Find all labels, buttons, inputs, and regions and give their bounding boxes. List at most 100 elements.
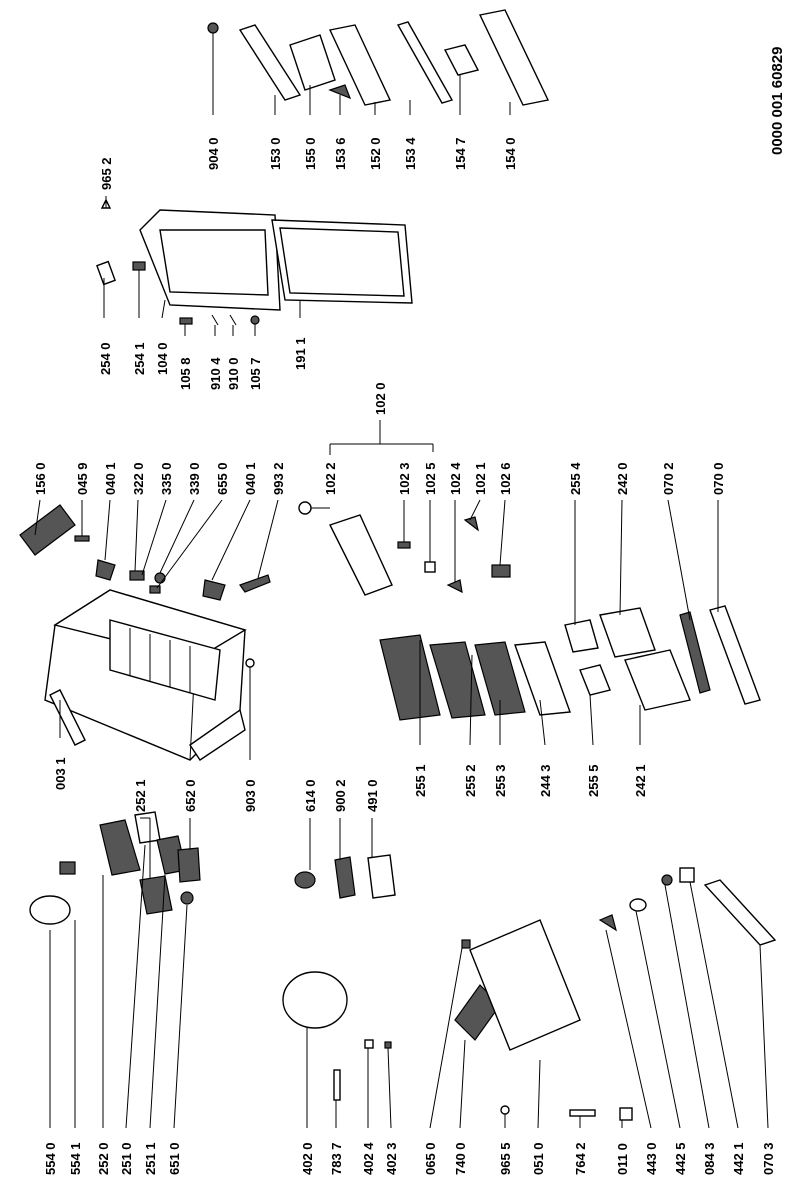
document-number: 0000 001 60829: [769, 47, 786, 155]
label-152-0: 152 0: [368, 137, 383, 170]
label-255-2: 255 2: [463, 764, 478, 797]
shelf-154-0: [478, 9, 550, 106]
label-102-0: 102 0: [373, 382, 388, 415]
label-443-0: 443 0: [644, 1142, 659, 1175]
label-965-2: 965 2: [99, 157, 114, 190]
label-154-7: 154 7: [453, 137, 468, 170]
part-102-1: [463, 516, 479, 532]
hinge-040-1-bottom: [202, 579, 226, 601]
part-102-6: [491, 564, 511, 578]
label-740-0: 740 0: [453, 1142, 468, 1175]
part-255-4: [564, 619, 599, 653]
part-drawings: [19, 9, 777, 1121]
label-255-5: 255 5: [586, 764, 601, 797]
label-045-9: 045 9: [75, 462, 90, 495]
part-156-0: [19, 504, 76, 556]
label-900-2: 900 2: [333, 779, 348, 812]
label-153-0: 153 0: [268, 137, 283, 170]
crisper-242-1: [624, 649, 691, 711]
label-191-1: 191 1: [293, 337, 308, 370]
part-339-0: [154, 572, 166, 584]
part-900-2: [334, 856, 356, 899]
label-442-5: 442 5: [673, 1142, 688, 1175]
label-554-0: 554 0: [43, 1142, 58, 1175]
shelf-255-3: [474, 641, 526, 716]
label-105-7: 105 7: [248, 357, 263, 390]
part-102-3: [397, 541, 411, 549]
label-153-4: 153 4: [403, 137, 418, 170]
part-904-0: [207, 22, 219, 34]
label-070-0: 070 0: [711, 462, 726, 495]
part-651-0: [180, 891, 194, 905]
part-153-4: [396, 21, 454, 104]
part-254-1: [132, 261, 146, 271]
part-903-0: [245, 658, 255, 668]
part-102-5: [424, 561, 436, 573]
label-651-0: 651 0: [167, 1142, 182, 1175]
part-labels: 554 0 554 1 252 0 251 0 251 1 651 0 402 …: [33, 47, 786, 1175]
label-402-0: 402 0: [300, 1142, 315, 1175]
label-084-3: 084 3: [702, 1142, 717, 1175]
label-051-0: 051 0: [531, 1142, 546, 1175]
label-102-1: 102 1: [473, 462, 488, 495]
label-254-1: 254 1: [132, 342, 147, 375]
label-402-3: 402 3: [384, 1142, 399, 1175]
label-554-1: 554 1: [68, 1142, 83, 1175]
label-102-5: 102 5: [423, 462, 438, 495]
label-322-0: 322 0: [131, 462, 146, 495]
compressor-402-0: [282, 971, 348, 1029]
part-910-0: [229, 314, 237, 326]
screw-045-9: [74, 535, 90, 542]
label-993-2: 993 2: [271, 462, 286, 495]
label-655-0: 655 0: [215, 462, 230, 495]
fan-554: [29, 861, 76, 925]
base-051-0: [469, 919, 581, 1051]
part-153-6: [328, 84, 352, 100]
label-252-1: 252 1: [133, 779, 148, 812]
part-154-7: [443, 44, 480, 76]
label-255-4: 255 4: [568, 462, 583, 495]
part-965-5: [500, 1105, 510, 1115]
part-105-8: [179, 317, 193, 325]
part-491-0: [367, 854, 396, 899]
label-102-2: 102 2: [323, 462, 338, 495]
label-070-3: 070 3: [761, 1142, 776, 1175]
label-003-1: 003 1: [53, 757, 68, 790]
part-070-0: [709, 605, 761, 705]
label-402-4: 402 4: [361, 1142, 376, 1175]
label-242-1: 242 1: [633, 764, 648, 797]
label-105-8: 105 8: [178, 357, 193, 390]
part-105-7: [250, 315, 260, 325]
crisper-242-0: [599, 607, 656, 658]
label-491-0: 491 0: [365, 779, 380, 812]
label-242-0: 242 0: [615, 462, 630, 495]
label-251-0: 251 0: [119, 1142, 134, 1175]
door-104-0: [139, 209, 281, 311]
label-070-2: 070 2: [661, 462, 676, 495]
label-244-3: 244 3: [538, 764, 553, 797]
label-155-0: 155 0: [303, 137, 318, 170]
part-011-0: [619, 1107, 633, 1121]
cabinet-drawing: [44, 589, 247, 761]
hinge-040-1-top: [95, 559, 116, 581]
label-764-2: 764 2: [573, 1142, 588, 1175]
part-614-0: [294, 871, 316, 889]
label-156-0: 156 0: [33, 462, 48, 495]
label-153-6: 153 6: [333, 137, 348, 170]
part-102-4: [446, 579, 463, 594]
label-102-3: 102 3: [397, 462, 412, 495]
label-965-5: 965 5: [498, 1142, 513, 1175]
label-040-1a: 040 1: [103, 462, 118, 495]
part-993-2: [239, 574, 271, 593]
part-084-3: [661, 874, 673, 886]
label-335-0: 335 0: [159, 462, 174, 495]
shelf-255-1: [379, 634, 441, 721]
label-339-0: 339 0: [187, 462, 202, 495]
part-065-0: [461, 939, 471, 949]
door-102: [329, 514, 393, 596]
label-652-0: 652 0: [183, 779, 198, 812]
label-910-4: 910 4: [208, 357, 223, 390]
label-903-0: 903 0: [243, 779, 258, 812]
bracket-442-1: [679, 867, 695, 883]
